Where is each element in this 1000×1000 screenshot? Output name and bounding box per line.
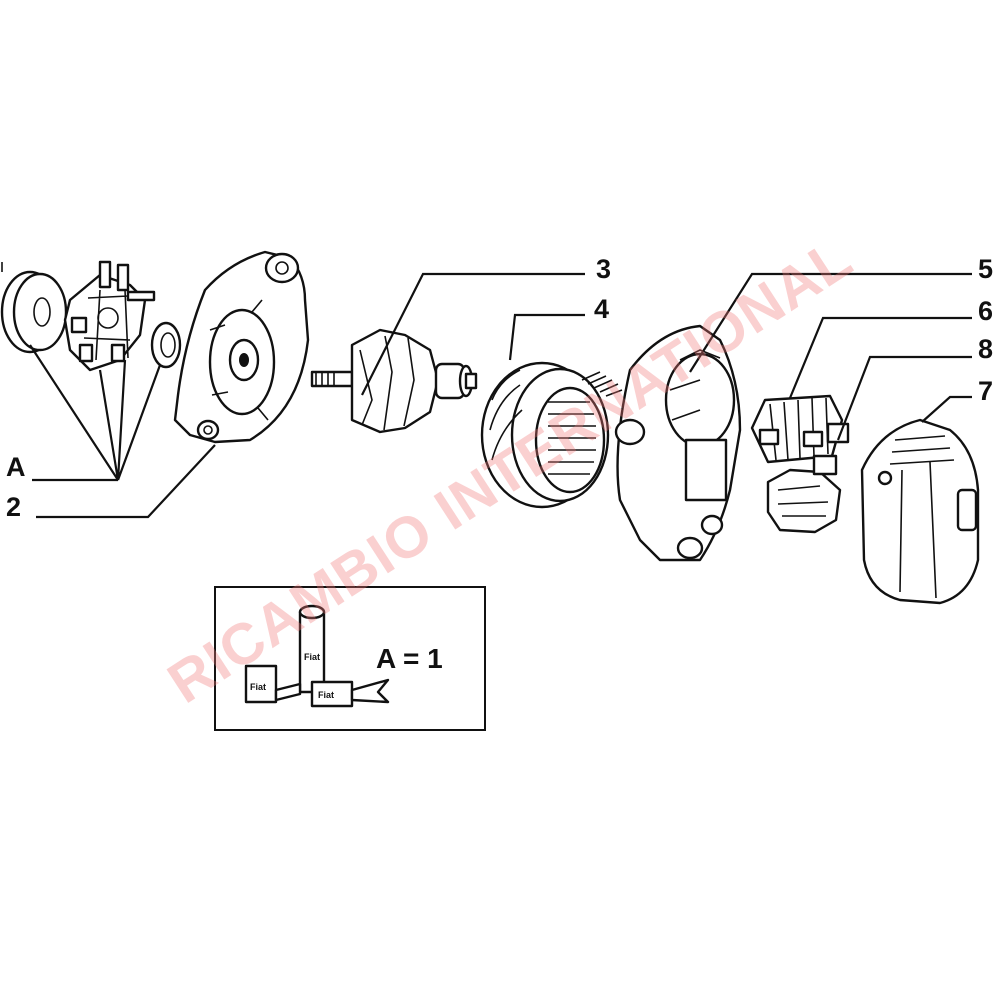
kit-equation: A = 1 bbox=[376, 643, 443, 674]
brush-label-2: Fiat bbox=[250, 682, 266, 692]
callout-labels: A 2 3 4 5 6 8 7 bbox=[6, 254, 993, 522]
callout-6: 6 bbox=[978, 296, 993, 326]
drive-end-housing-part bbox=[173, 250, 310, 444]
brush-holder-part bbox=[63, 260, 156, 372]
rectifier-part bbox=[750, 394, 844, 464]
rear-cover-part bbox=[860, 418, 980, 605]
voltage-regulator-part bbox=[766, 422, 850, 534]
bearing-part bbox=[150, 321, 182, 369]
callout-3: 3 bbox=[596, 254, 611, 284]
leader-lines bbox=[29, 272, 972, 519]
callout-7: 7 bbox=[978, 376, 993, 406]
brush-label-1: Fiat bbox=[304, 652, 320, 662]
carbon-brushes-icon: Fiat Fiat Fiat bbox=[244, 604, 390, 708]
pulley-part bbox=[0, 262, 68, 354]
callout-8: 8 bbox=[978, 334, 993, 364]
callout-5: 5 bbox=[978, 254, 993, 284]
callout-A: A bbox=[6, 452, 26, 482]
brush-label-3: Fiat bbox=[318, 690, 334, 700]
callout-2: 2 bbox=[6, 492, 21, 522]
slip-ring-end-housing-part bbox=[614, 324, 742, 562]
kit-legend-box: Fiat Fiat Fiat A = 1 bbox=[214, 586, 486, 731]
callout-4: 4 bbox=[594, 294, 609, 324]
stator-part bbox=[480, 361, 623, 509]
rotor-part bbox=[310, 328, 478, 434]
